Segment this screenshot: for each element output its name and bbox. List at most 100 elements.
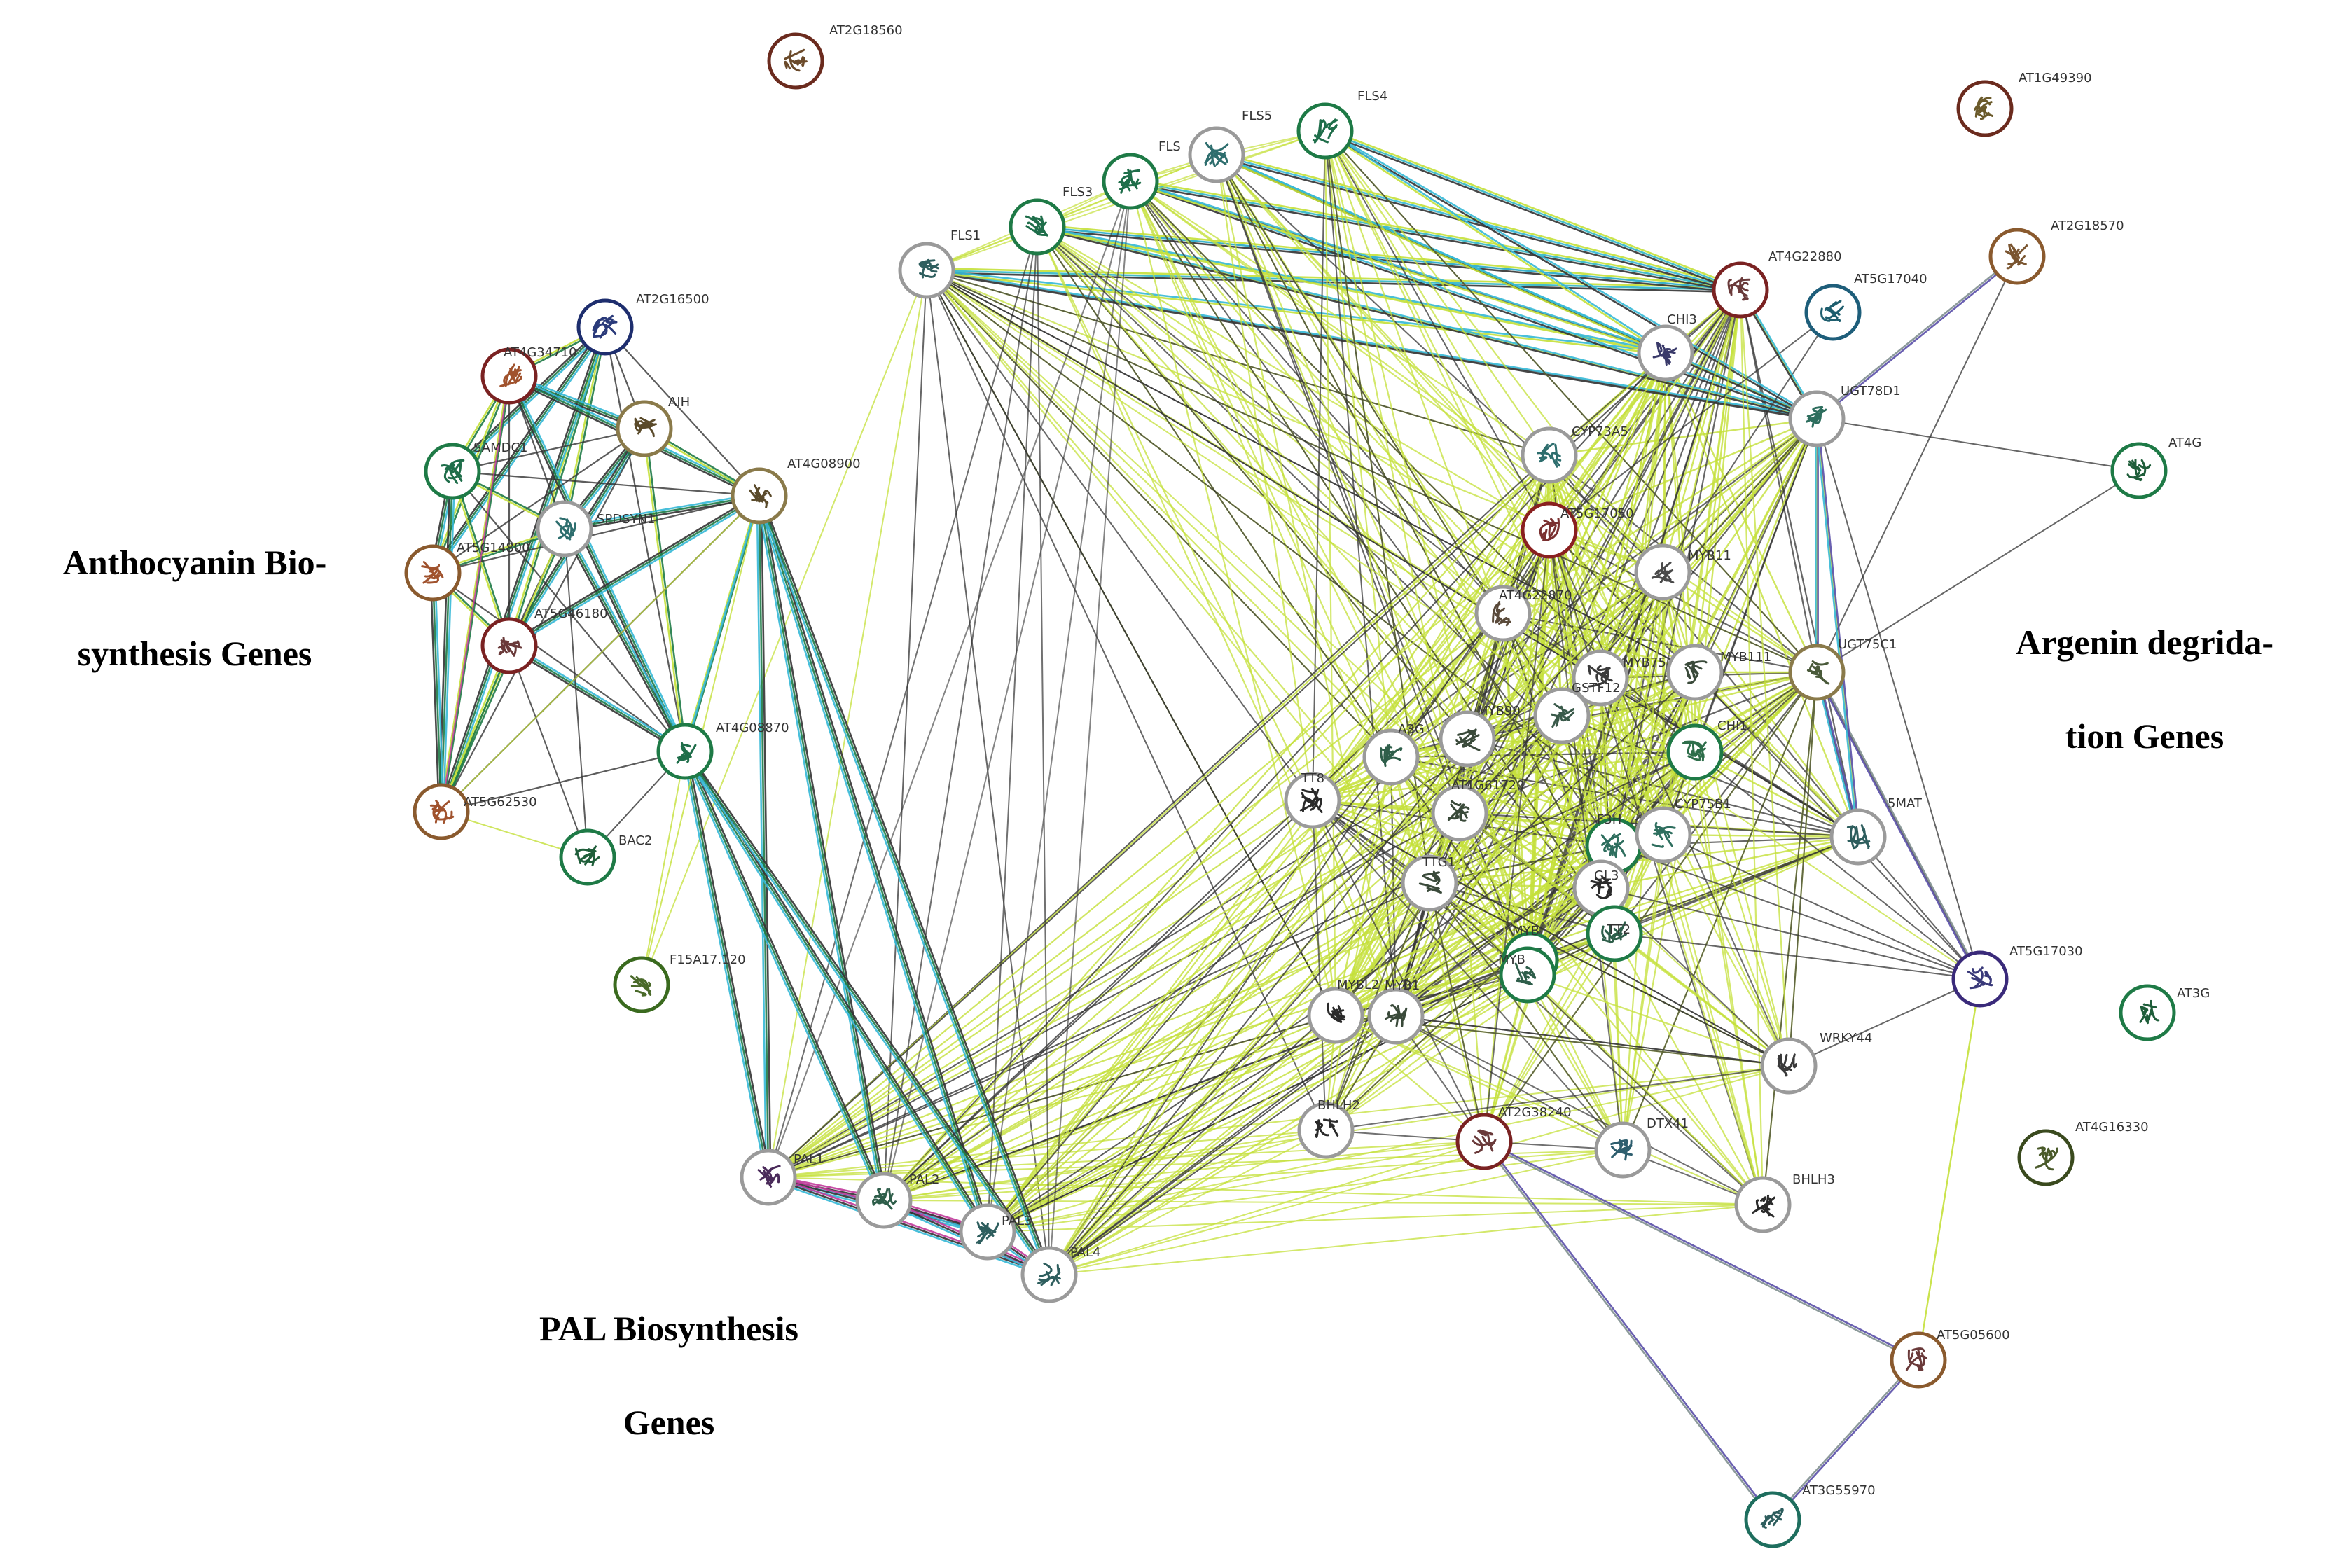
node-at1g49390[interactable]: AT1G49390: [1956, 71, 2092, 137]
node-at4g34710[interactable]: AT4G34710: [480, 345, 577, 405]
node-fls4[interactable]: FLS4: [1296, 89, 1387, 160]
node-f15a17.120[interactable]: F15A17.120: [613, 952, 746, 1013]
node-fls1[interactable]: FLS1: [898, 228, 981, 299]
node-bac2[interactable]: BAC2: [559, 828, 652, 886]
node-ugt78d1[interactable]: UGT78D1: [1788, 384, 1901, 447]
node-circle[interactable]: [413, 783, 470, 840]
node-at5g14800[interactable]: AT5G14800: [404, 541, 530, 602]
node-myb_b[interactable]: MYB: [1498, 946, 1556, 1004]
node-chi3[interactable]: CHI3: [1637, 312, 1697, 382]
node-at4g16330[interactable]: AT4G16330: [2017, 1120, 2149, 1186]
node-5mat[interactable]: 5MAT: [1829, 796, 1923, 866]
node-label: AT4G08870: [716, 721, 789, 735]
node-at4g08900[interactable]: AT4G08900: [731, 457, 861, 525]
node-ugt75c1[interactable]: UGT75C1: [1788, 637, 1897, 701]
node-myb1[interactable]: MYB1: [1367, 978, 1425, 1045]
node-circle[interactable]: [1296, 102, 1354, 160]
edge-PAL4-MYB90: [1048, 738, 1468, 1275]
node-ttg1[interactable]: TTG1: [1401, 854, 1458, 912]
edge-PAL1-TT8: [768, 800, 1313, 1178]
node-circle[interactable]: [1734, 1176, 1792, 1233]
node-at4g_r[interactable]: AT4G: [2110, 436, 2201, 499]
node-at3g_r[interactable]: AT3G: [2119, 984, 2210, 1041]
node-pal3[interactable]: PAL3: [959, 1203, 1032, 1261]
protein-structure-icon: [1455, 728, 1481, 751]
protein-structure-icon: [421, 561, 444, 584]
node-circle[interactable]: [1499, 946, 1556, 1004]
node-at5g17040[interactable]: AT5G17040: [1804, 272, 1927, 341]
node-circle[interactable]: [480, 617, 538, 674]
edge-FLS4-AT1G61720: [1324, 130, 1461, 814]
edge-WRKY44-TT8: [1312, 800, 1790, 1067]
node-circle[interactable]: [1666, 723, 1724, 781]
node-pal2[interactable]: PAL2: [855, 1172, 940, 1229]
node-bhlh2[interactable]: BHLH2: [1297, 1098, 1360, 1159]
edge-FLS4-MYB1: [1324, 130, 1397, 1017]
node-spdsyn1[interactable]: SPDSYN1: [536, 500, 655, 557]
node-gstf12[interactable]: GSTF12: [1533, 681, 1621, 744]
node-at5g46180[interactable]: AT5G46180: [480, 606, 608, 674]
node-dtx41[interactable]: DTX41: [1594, 1116, 1689, 1179]
node-circle[interactable]: [1635, 806, 1692, 863]
node-a3g[interactable]: A3G: [1362, 722, 1425, 786]
node-circle[interactable]: [1890, 1331, 1947, 1389]
node-circle[interactable]: [898, 242, 955, 299]
node-at5g17030[interactable]: AT5G17030: [1951, 944, 2083, 1008]
edge-PAL3-AT2G38240: [987, 1141, 1485, 1233]
node-cyp73a5[interactable]: CYP73A5: [1521, 424, 1628, 484]
node-tt2[interactable]: TT2: [1586, 905, 1643, 962]
edge-PAL4-BHLH3: [1048, 1204, 1764, 1275]
node-circle[interactable]: [1474, 585, 1532, 642]
node-circle[interactable]: [1102, 153, 1159, 210]
node-at4g08870[interactable]: AT4G08870: [656, 721, 789, 780]
node-circle[interactable]: [1455, 1113, 1513, 1170]
edge-AT2G16500-AT5G62530-0: [442, 327, 609, 813]
node-at4g22870[interactable]: AT4G22870: [1474, 585, 1572, 642]
node-at5g17050[interactable]: AT5G17050: [1521, 501, 1634, 559]
node-aih[interactable]: AIH: [616, 395, 690, 457]
node-circle[interactable]: [559, 828, 616, 886]
node-myb111[interactable]: MYB111: [1666, 644, 1771, 701]
node-at5g62530[interactable]: AT5G62530: [413, 783, 537, 840]
node-circle[interactable]: [1572, 649, 1629, 707]
node-bhlh3[interactable]: BHLH3: [1734, 1172, 1835, 1233]
node-circle[interactable]: [1439, 710, 1496, 768]
edge-AT5G17030-WRKY44: [1788, 978, 1981, 1067]
edge-FLS5-AT1G61720: [1216, 154, 1460, 814]
node-tt8[interactable]: TT8: [1284, 771, 1341, 829]
edge-AT4G08900-AT5G46180-1: [508, 494, 760, 647]
node-mybl2[interactable]: MYBL2: [1307, 978, 1379, 1044]
node-circle[interactable]: [480, 347, 538, 405]
node-fls_b[interactable]: FLS: [1102, 139, 1181, 210]
node-pal4[interactable]: PAL4: [1020, 1245, 1101, 1303]
protein-structure-icon: [1600, 833, 1626, 859]
node-wrky44[interactable]: WRKY44: [1760, 1031, 1872, 1095]
node-label: AT2G38240: [1498, 1105, 1572, 1120]
node-at2g18570[interactable]: AT2G18570: [1988, 218, 2124, 285]
node-at1g61720[interactable]: AT1G61720: [1431, 778, 1525, 842]
node-pal1[interactable]: PAL1: [740, 1149, 824, 1206]
node-fls5[interactable]: FLS5: [1188, 109, 1272, 183]
node-samdc1[interactable]: SAMDC1: [424, 440, 527, 500]
node-at4g22880[interactable]: AT4G22880: [1712, 249, 1842, 319]
edge-CHI1-5MAT: [1694, 751, 1859, 838]
edge-PAL3-GL3: [987, 887, 1602, 1233]
node-myb11[interactable]: MYB11: [1634, 543, 1731, 601]
node-circle[interactable]: [1297, 1102, 1355, 1159]
edge-FLS1-TTG1: [926, 270, 1430, 884]
node-myb75[interactable]: MYB75: [1572, 649, 1666, 707]
node-at5g05600[interactable]: AT5G05600: [1890, 1328, 2010, 1389]
node-circle[interactable]: [2119, 984, 2176, 1041]
node-at2g18560[interactable]: AT2G18560: [767, 23, 903, 90]
node-fls3[interactable]: FLS3: [1009, 185, 1093, 256]
node-at3g55970[interactable]: AT3G55970: [1744, 1483, 1876, 1548]
node-at2g38240[interactable]: AT2G38240: [1455, 1105, 1572, 1170]
edge-PAL3-AT4G08900-0: [756, 496, 987, 1233]
node-circle[interactable]: [1401, 854, 1458, 912]
node-cyp75b1[interactable]: CYP75B1: [1635, 797, 1731, 863]
node-at2g16500[interactable]: AT2G16500: [576, 292, 709, 356]
node-myb90[interactable]: MYB90: [1439, 704, 1521, 768]
node-chi1[interactable]: CHI1: [1666, 719, 1747, 781]
edge-CYP73A5-MYB111: [1549, 455, 1696, 673]
